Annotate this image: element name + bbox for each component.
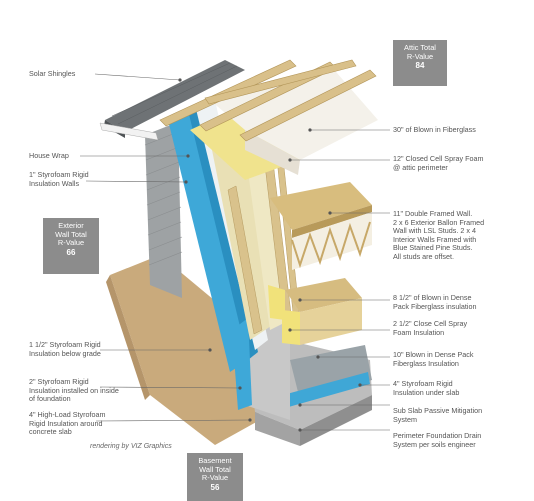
exterior-rigid-insulation bbox=[168, 110, 248, 372]
slab-rigid-insulation bbox=[283, 372, 370, 408]
attic-rvalue-title: Attic Total R-Value bbox=[404, 43, 436, 61]
upper-floor-deck bbox=[270, 182, 372, 230]
label-10in-dense-pack: 10" Blown in Dense Pack Fiberglass Insul… bbox=[393, 350, 474, 368]
label-30in-blown: 30" of Blown in Fiberglass bbox=[393, 125, 476, 134]
wall-rvalue-value: 66 bbox=[66, 247, 76, 257]
basement-rvalue-box: Basement Wall Total R-Value 56 bbox=[187, 453, 243, 501]
label-house-wrap: House Wrap bbox=[29, 151, 69, 160]
rendering-credit: rendering by VIZ Graphics bbox=[90, 443, 172, 450]
attic-rvalue-box: Attic Total R-Value 84 bbox=[393, 40, 447, 86]
label-8-5in-dense-pack: 8 1/2" of Blown in Dense Pack Fiberglass… bbox=[393, 293, 477, 311]
label-2-5in-close-cell: 2 1/2" Close Cell Spray Foam Insulation bbox=[393, 319, 468, 337]
siding bbox=[145, 122, 182, 298]
label-solar-shingles: Solar Shingles bbox=[29, 69, 76, 78]
label-4in-under-slab: 4" Styrofoam Rigid Insulation under slab bbox=[393, 379, 460, 397]
attic-rvalue-value: 84 bbox=[415, 61, 425, 71]
label-1-5in-styrofoam: 1 1/2" Styrofoam Rigid Insulation below … bbox=[29, 340, 101, 358]
gutter bbox=[99, 122, 159, 141]
label-sub-slab-mitigation: Sub Slab Passive Mitigation System bbox=[393, 406, 483, 424]
label-2in-styrofoam: 2" Styrofoam Rigid Insulation installed … bbox=[29, 377, 119, 404]
label-4in-high-load: 4" High-Load Styrofoam Rigid Insulation … bbox=[29, 410, 106, 437]
wall-rvalue-box: Exterior Wall Total R-Value 66 bbox=[43, 218, 99, 274]
label-11in-double-framed: 11" Double Framed Wall. 2 x 6 Exterior B… bbox=[393, 209, 485, 261]
label-12in-closed-cell: 12" Closed Cell Spray Foam @ attic perim… bbox=[393, 154, 484, 172]
slab-gravel bbox=[290, 345, 372, 400]
basement-rvalue-value: 56 bbox=[210, 482, 220, 492]
wall-rvalue-title: Exterior Wall Total R-Value bbox=[55, 221, 87, 248]
lower-floor-deck bbox=[285, 278, 362, 312]
label-perimeter-drain: Perimeter Foundation Drain System per so… bbox=[393, 431, 482, 449]
basement-rvalue-title: Basement Wall Total R-Value bbox=[198, 456, 232, 483]
label-1in-styrofoam: 1" Styrofoam Rigid Insulation Walls bbox=[29, 170, 89, 188]
